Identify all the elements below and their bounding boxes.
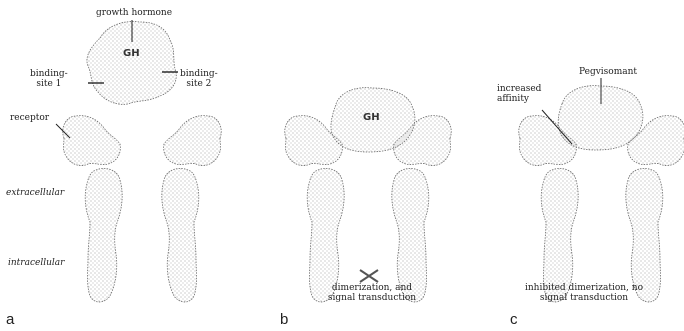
binding-site-2-label: binding- site 2 xyxy=(180,69,218,89)
receptor-right-c xyxy=(626,116,684,302)
receptor-label: receptor xyxy=(10,113,49,123)
panel-a xyxy=(56,20,221,302)
panel-label-b: b xyxy=(280,311,288,328)
caption-b: dimerization, and signal transduction xyxy=(318,283,426,303)
caption-c: inhibited dimerization, no signal transd… xyxy=(518,283,650,303)
binding-site-1-label: binding- site 1 xyxy=(30,69,68,89)
dimerization-contact xyxy=(360,270,378,282)
panel-label-a: a xyxy=(6,311,14,328)
gh-bound-label: GH xyxy=(363,112,380,123)
panel-label-c: c xyxy=(510,311,518,328)
increased-affinity-label: increased affinity xyxy=(497,84,541,104)
receptor-left xyxy=(63,116,122,302)
receptor-left-b xyxy=(285,116,344,302)
extracellular-label: extracellular xyxy=(6,188,64,198)
panel-c xyxy=(519,78,684,302)
receptor-right xyxy=(162,116,221,302)
gh-label: GH xyxy=(123,48,140,59)
pegvisomant-label: Pegvisomant xyxy=(578,67,638,77)
growth-hormone-label: growth hormone xyxy=(96,8,172,18)
intracellular-label: intracellular xyxy=(8,258,64,268)
